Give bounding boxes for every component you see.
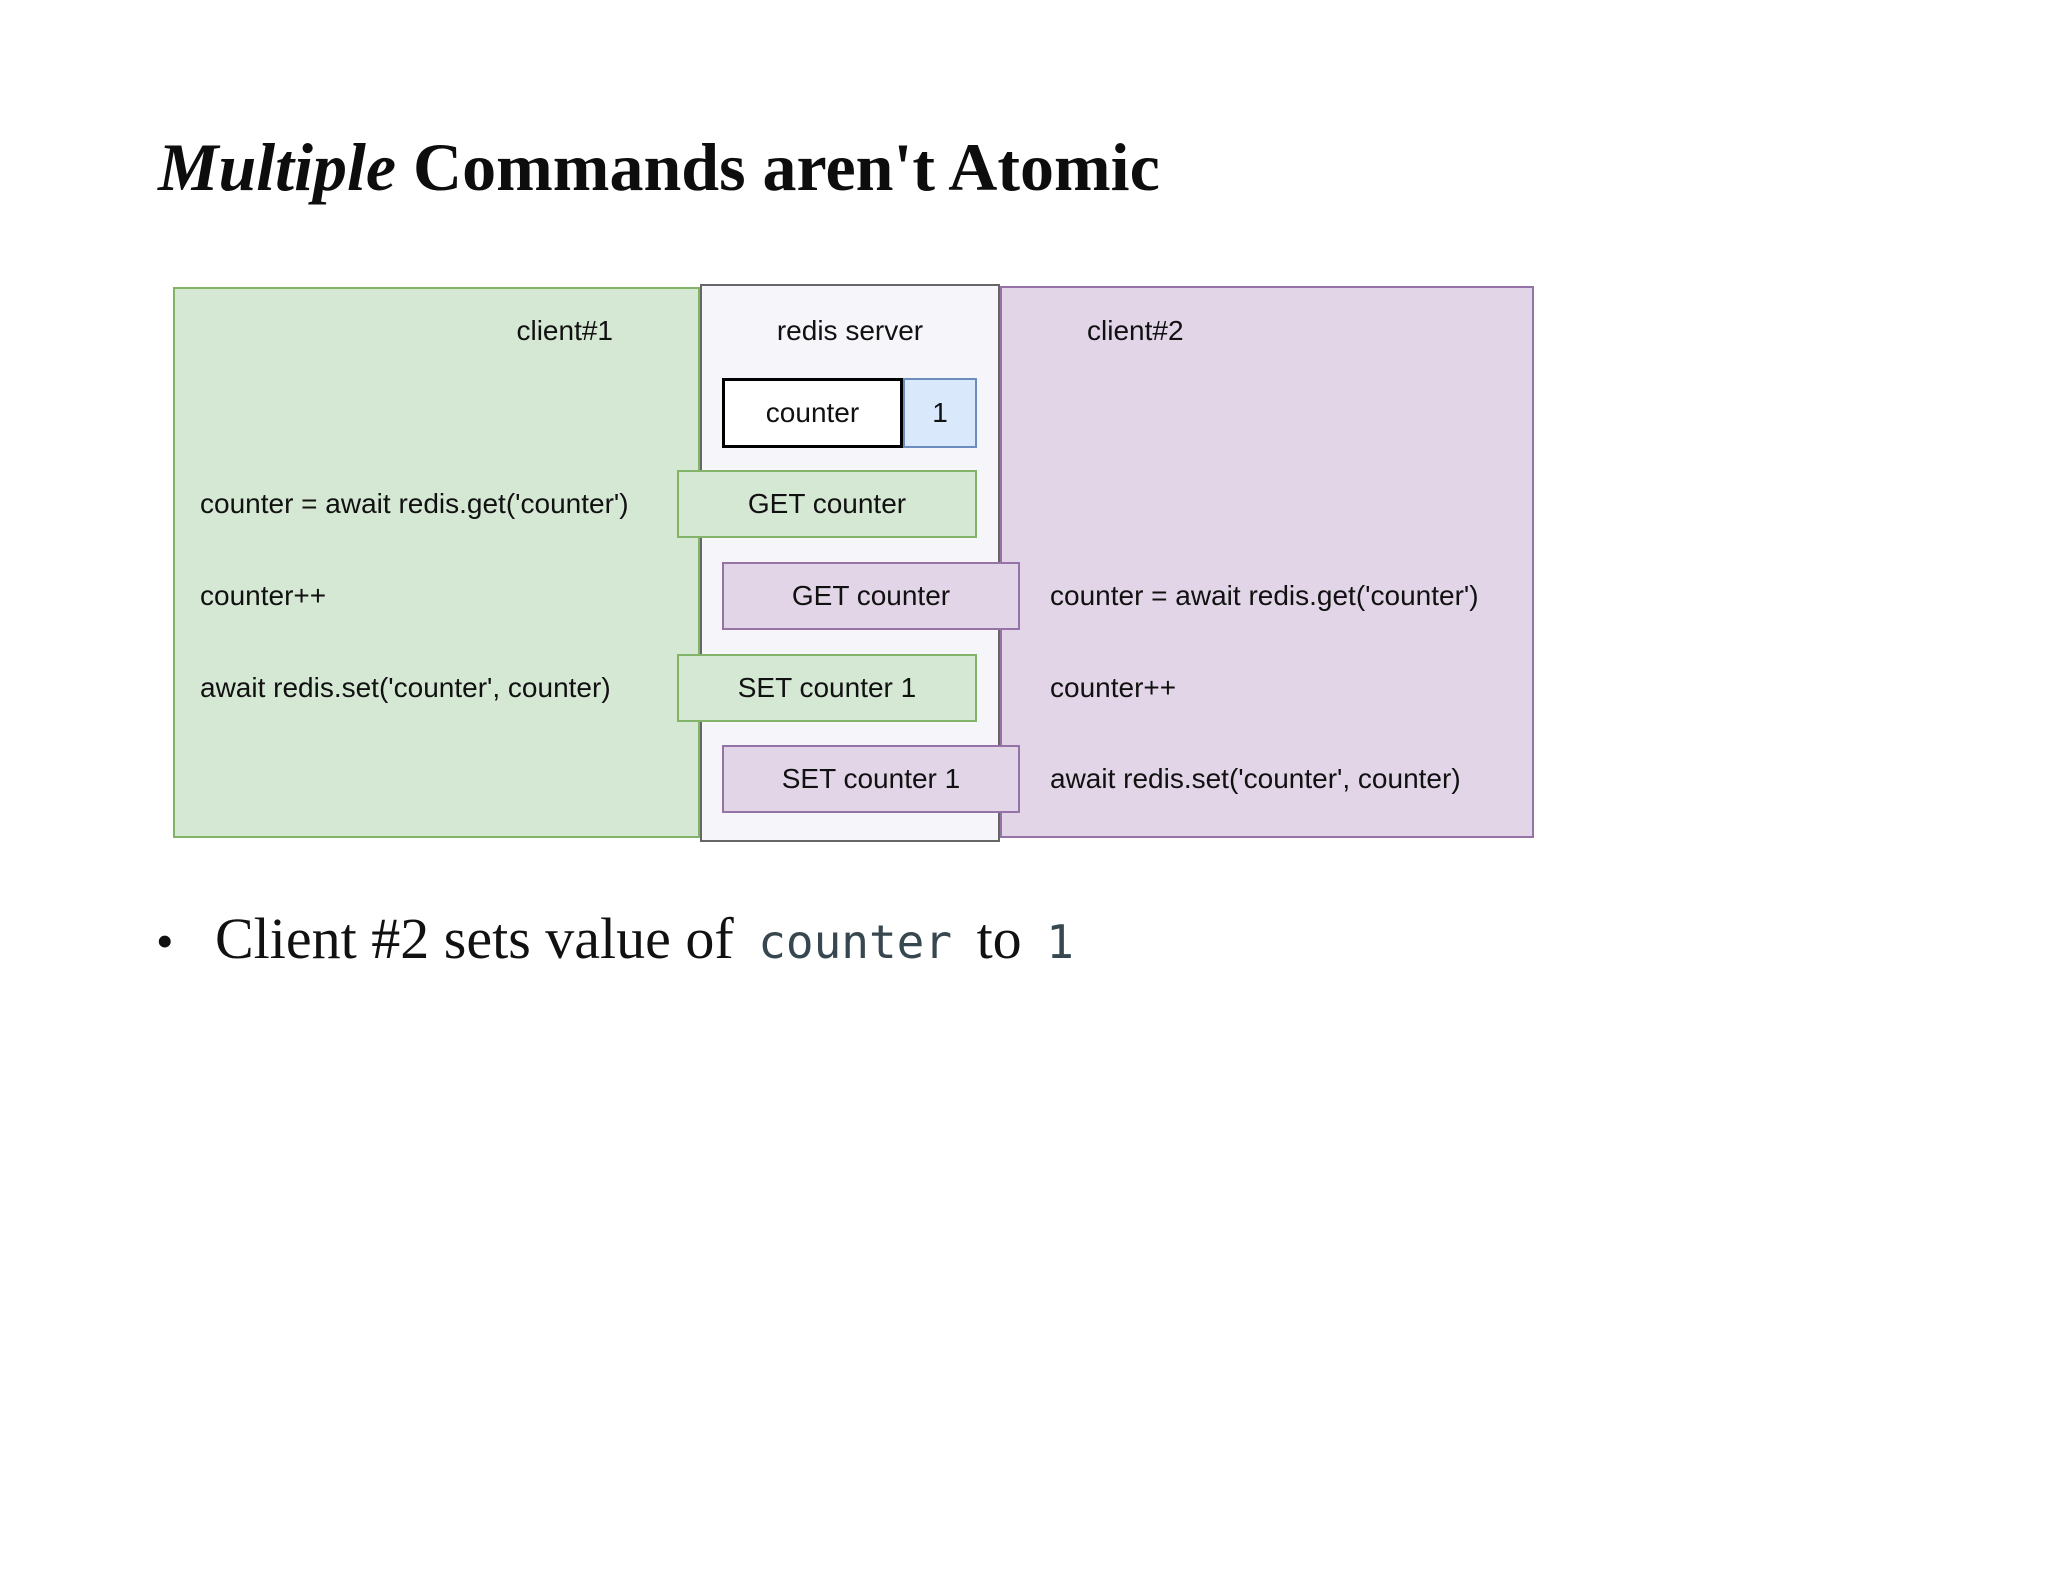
page-title: Multiple Commands aren't Atomic <box>158 130 1160 205</box>
op-get-counter-client2: GET counter <box>722 562 1020 630</box>
op-get-counter-client1: GET counter <box>677 470 977 538</box>
bullet-inline-code-value: 1 <box>1046 915 1074 969</box>
client2-label: client#2 <box>1087 315 1184 346</box>
title-italic-word: Multiple <box>158 129 397 205</box>
client1-label: client#1 <box>516 315 613 346</box>
client1-lane <box>173 287 700 838</box>
sequence-diagram: client#1 redis server client#2 counter 1… <box>173 284 1534 842</box>
counter-key-cell: counter <box>722 378 903 448</box>
client2-code-get: counter = await redis.get('counter') <box>1050 580 1479 611</box>
redis-server-label: redis server <box>776 315 924 346</box>
counter-value-cell: 1 <box>903 378 977 448</box>
client1-code-set: await redis.set('counter', counter) <box>200 672 611 703</box>
client1-code-get: counter = await redis.get('counter') <box>200 488 629 519</box>
bullet-text: Client #2 sets value of counter to 1 <box>215 902 1084 979</box>
bullet-text-lead: Client #2 sets value of <box>215 906 749 971</box>
client2-code-set: await redis.set('counter', counter) <box>1050 763 1461 794</box>
client2-lane <box>1000 286 1534 838</box>
op-set-counter-client1: SET counter 1 <box>677 654 977 722</box>
bullet-marker: • <box>156 913 174 969</box>
bullet-inline-code-counter: counter <box>758 915 953 969</box>
client1-code-increment: counter++ <box>200 580 327 611</box>
bullet-text-mid: to <box>962 906 1037 971</box>
op-set-counter-client2: SET counter 1 <box>722 745 1020 813</box>
client2-code-increment: counter++ <box>1050 672 1177 703</box>
title-rest: Commands aren't Atomic <box>396 129 1160 205</box>
bullet-item: • Client #2 sets value of counter to 1 <box>156 902 1084 979</box>
